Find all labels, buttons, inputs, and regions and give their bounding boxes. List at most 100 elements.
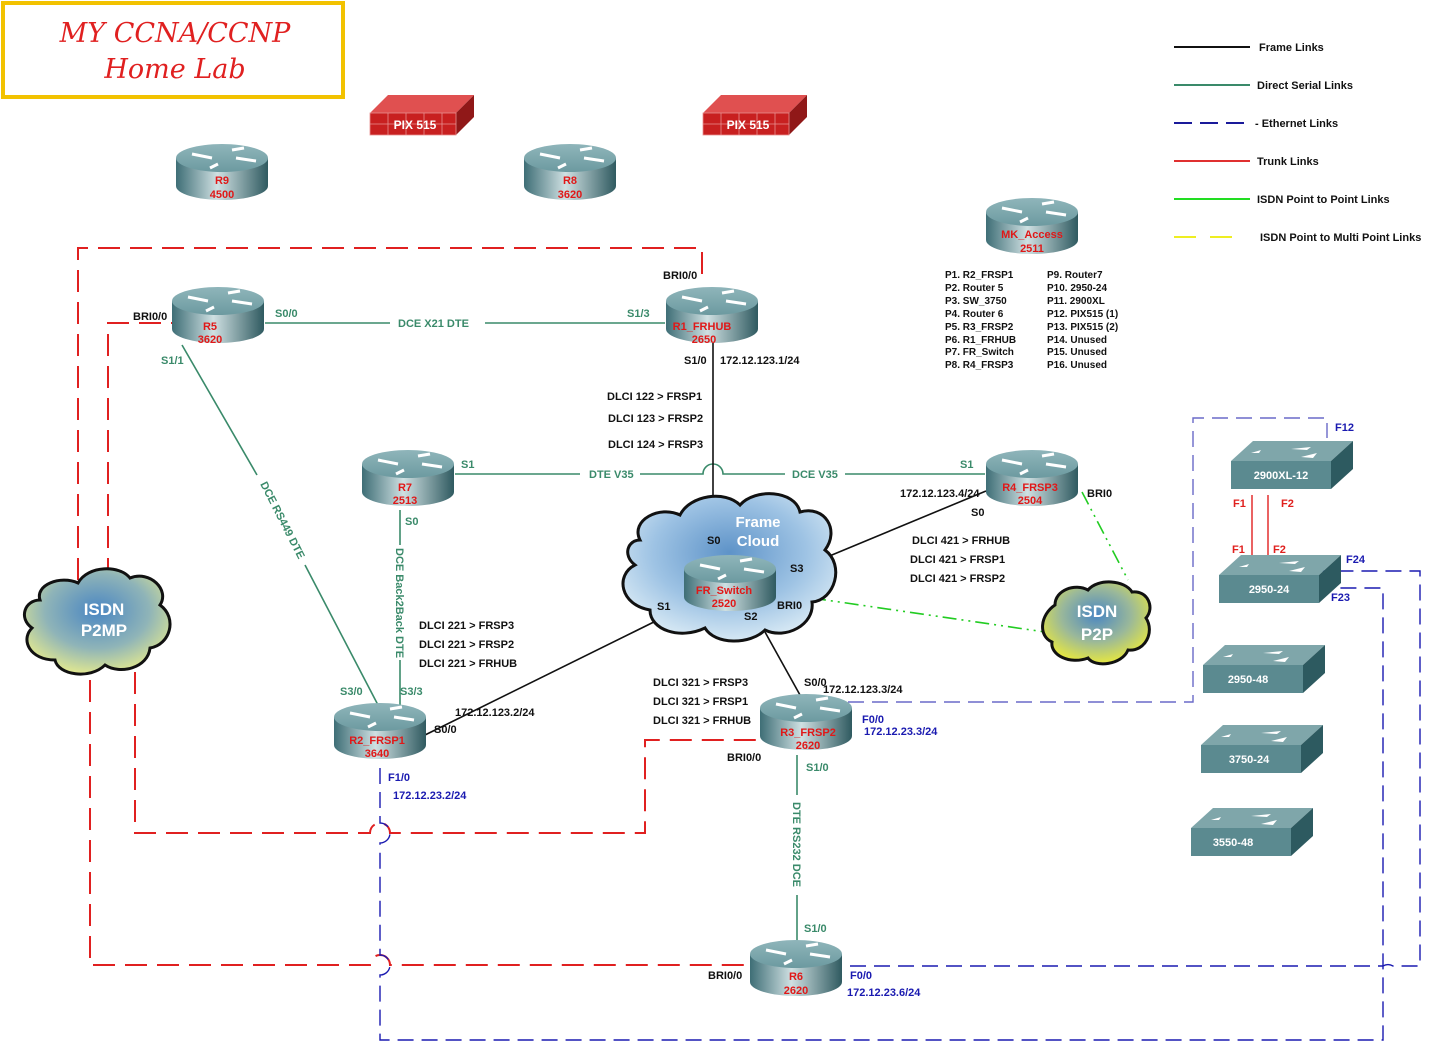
- sw-f2-upper-label: F2: [1281, 498, 1294, 510]
- router-r1-frhub[interactable]: R1_FRHUB 2650: [666, 287, 758, 346]
- fr-bri-label: BRI0: [777, 600, 802, 612]
- r2-eip-label: 172.12.23.2/24: [393, 790, 467, 802]
- interface-labels: BRI0/0 S0/0 S1/1 BRI0/0 S1/3 S1/0 172.12…: [133, 270, 1366, 999]
- isdn-p2mp-cloud[interactable]: ISDN P2MP: [22, 567, 172, 676]
- isdn-p2p-cloud-shape: [1041, 580, 1152, 666]
- r3-ip-label: 172.12.123.3/24: [823, 684, 903, 696]
- switch-2950-48[interactable]: 2950-48: [1203, 645, 1325, 693]
- r1-s10-label: S1/0: [684, 355, 707, 367]
- isdn-link-r6: [89, 680, 755, 966]
- label-dce-v35: DCE V35: [792, 469, 838, 481]
- label-dce-rs449-dte: DCE RS449 DTE: [257, 480, 306, 561]
- port-item: P10. 2950-24: [1047, 283, 1107, 294]
- frame-cloud-line-2: Cloud: [737, 533, 780, 550]
- r6-bri-label: BRI0/0: [708, 970, 742, 982]
- router-mk-access[interactable]: MK_Access 2511: [986, 198, 1078, 255]
- r2-s33-label: S3/3: [400, 686, 423, 698]
- dlci-r4-2: DLCI 421 > FRSP1: [910, 554, 1005, 566]
- router-model: 3620: [198, 334, 222, 346]
- router-fr-switch[interactable]: FR_Switch 2520: [684, 555, 776, 611]
- router-r5[interactable]: R5 3620: [172, 287, 264, 346]
- r3-f00-label: F0/0: [862, 714, 884, 726]
- switch-2900xl-12[interactable]: 2900XL-12: [1231, 441, 1353, 489]
- access-port-list: P1. R2_FRSP1 P2. Router 5 P3. SW_3750 P4…: [945, 270, 1118, 371]
- switch-3750-24[interactable]: 3750-24: [1201, 725, 1323, 773]
- switch-label: 2900XL-12: [1254, 470, 1308, 482]
- port-item: P3. SW_3750: [945, 296, 1007, 307]
- router-r8[interactable]: R8 3620: [524, 144, 616, 201]
- fr-s1-label: S1: [657, 601, 670, 613]
- ethernet-link-r3-2900: [848, 417, 1328, 703]
- sw-f2-lower-label: F2: [1273, 544, 1286, 556]
- firewall-pix-1[interactable]: PIX 515: [369, 95, 474, 136]
- dlci-r2-1: DLCI 221 > FRSP3: [419, 620, 514, 632]
- firewall-pix-2[interactable]: PIX 515: [702, 95, 807, 136]
- isdn-p2p-cloud[interactable]: ISDN P2P: [1041, 580, 1152, 666]
- router-name: FR_Switch: [696, 585, 753, 597]
- port-item: P4. Router 6: [945, 309, 1004, 320]
- r6-s10-label: S1/0: [804, 923, 827, 935]
- label-dte-rs232-dce: DTE RS232 DCE: [790, 802, 802, 887]
- router-name: R1_FRHUB: [673, 321, 732, 333]
- serial-link-r5-r2-a: [181, 344, 258, 476]
- router-r7[interactable]: R7 2513: [362, 450, 454, 507]
- isdn-p2p-line-1: ISDN: [1077, 602, 1118, 621]
- port-item: P8. R4_FRSP3: [945, 360, 1014, 371]
- r7-s0-label: S0: [405, 516, 418, 528]
- r1-s13-label: S1/3: [627, 308, 650, 320]
- dlci-r3-1: DLCI 321 > FRSP3: [653, 677, 748, 689]
- isdn-p2p-link-fr: [811, 597, 1046, 633]
- router-name: R7: [398, 482, 412, 494]
- isdn-link-r5: [107, 322, 172, 580]
- port-item: P14. Unused: [1047, 335, 1107, 346]
- switch-3550-48[interactable]: 3550-48: [1191, 808, 1313, 856]
- title-box: MY CCNA/CCNP Home Lab: [1, 1, 345, 99]
- dlci-r2-3: DLCI 221 > FRHUB: [419, 658, 517, 670]
- router-model: 2504: [1018, 495, 1043, 507]
- r4-bri-label: BRI0: [1087, 488, 1112, 500]
- firewall-label: PIX 515: [394, 118, 437, 132]
- legend-label-serial: Direct Serial Links: [1257, 80, 1353, 92]
- serial-link-r5-r2-b: [304, 564, 379, 706]
- router-model: 2520: [712, 598, 736, 610]
- r3-eip-label: 172.12.23.3/24: [864, 726, 938, 738]
- isdn-link-r1: [77, 247, 703, 580]
- ethernet-link-r2-2950: [379, 587, 1384, 1041]
- r4-s0-label: S0: [971, 507, 984, 519]
- router-r2-frsp1[interactable]: R2_FRSP1 3640: [334, 703, 426, 760]
- isdn-p2p-line-2: P2P: [1081, 625, 1113, 644]
- port-item: P5. R3_FRSP2: [945, 322, 1014, 333]
- r3-s10-label: S1/0: [806, 762, 829, 774]
- router-r6[interactable]: R6 2620: [750, 940, 842, 997]
- router-model: 2620: [784, 985, 808, 997]
- router-name: R6: [789, 971, 803, 983]
- router-r4-frsp3[interactable]: R4_FRSP3 2504: [986, 450, 1078, 507]
- dlci-mappings: DLCI 122 > FRSP1 DLCI 123 > FRSP2 DLCI 1…: [419, 391, 1010, 727]
- sw-f12-label: F12: [1335, 422, 1354, 434]
- isdn-p2mp-line-2: P2MP: [81, 621, 127, 640]
- legend-label-ethernet: - Ethernet Links: [1255, 118, 1338, 130]
- port-item: P15. Unused: [1047, 347, 1107, 358]
- router-model: 2620: [796, 740, 820, 752]
- legend-label-isdn-p2mp: ISDN Point to Multi Point Links: [1260, 232, 1421, 244]
- port-item: P13. PIX515 (2): [1047, 322, 1118, 333]
- r2-f10-label: F1/0: [388, 772, 410, 784]
- title-line-2: Home Lab: [103, 54, 245, 85]
- router-r3-frsp2[interactable]: R3_FRSP2 2620: [760, 694, 852, 752]
- r3-s00-label: S0/0: [804, 677, 827, 689]
- router-name: R3_FRSP2: [780, 727, 836, 739]
- router-model: 2513: [393, 495, 417, 507]
- switch-label: 2950-24: [1249, 584, 1290, 596]
- frame-link-r4: [814, 490, 987, 563]
- router-name: R8: [563, 175, 577, 187]
- r1-bri-label: BRI0/0: [663, 270, 697, 282]
- switch-2950-24[interactable]: 2950-24: [1219, 555, 1341, 603]
- r2-s30-label: S3/0: [340, 686, 363, 698]
- dlci-r1-3: DLCI 124 > FRSP3: [608, 439, 703, 451]
- router-r9[interactable]: R9 4500: [176, 144, 268, 201]
- port-item: P11. 2900XL: [1047, 296, 1105, 307]
- frame-link-r3: [764, 631, 801, 696]
- port-item: P7. FR_Switch: [945, 347, 1014, 358]
- router-model: 2650: [692, 334, 716, 346]
- legend: Frame Links Direct Serial Links - Ethern…: [1174, 42, 1421, 244]
